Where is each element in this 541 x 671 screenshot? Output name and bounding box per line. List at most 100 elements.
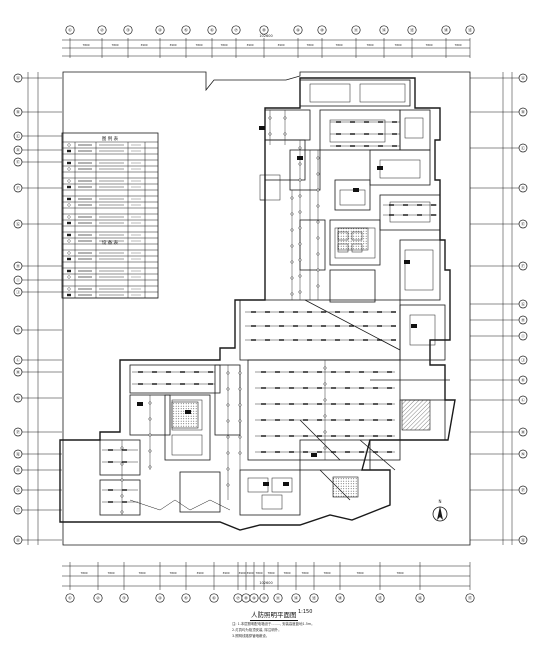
ceiling-lamp <box>316 252 320 256</box>
top-grid-bubble: ⑬ <box>407 25 417 35</box>
ceiling-lamp <box>323 414 327 418</box>
distribution-panel <box>185 410 191 414</box>
bottom-dimension: 7800 <box>356 571 363 575</box>
top-grid-label: ⑤ <box>184 28 188 33</box>
top-dimension: 7800 <box>306 43 313 47</box>
left-grid-label: Ⓢ <box>16 487 20 493</box>
top-grid-label: ⑮ <box>468 27 473 34</box>
ceiling-lamp <box>298 162 302 166</box>
lighting-fixtures <box>102 110 437 515</box>
distribution-panel <box>259 126 265 130</box>
legend-symbol <box>67 275 71 279</box>
legend-symbol <box>67 149 71 153</box>
top-grid-bubble: ⑩ <box>317 25 327 35</box>
bottom-grid-label: ⑨ <box>252 596 256 601</box>
right-grid-label: Ⓘ <box>521 333 525 339</box>
ceiling-lamp <box>298 258 302 262</box>
left-grid-label: Ⓡ <box>16 467 20 473</box>
ceiling-lamp <box>298 178 302 182</box>
bottom-dimension: 7800 <box>396 571 403 575</box>
ceiling-lamp <box>316 204 320 208</box>
bottom-grid-label: ⑬ <box>312 595 317 602</box>
bottom-grid-label: ⑮ <box>378 595 383 602</box>
ceiling-lamp <box>148 433 152 437</box>
left-grid-bubble: Ⓢ <box>13 485 23 495</box>
bottom-grid-bubble: ① <box>65 593 75 603</box>
bottom-grid-label: ⑯ <box>418 595 423 602</box>
top-grid-label: ④ <box>158 28 162 33</box>
ceiling-lamp <box>298 226 302 230</box>
right-grid-bubble: Ⓔ <box>518 219 528 229</box>
bottom-grid-bubble: ③ <box>119 593 129 603</box>
top-grid-bubble: ⑪ <box>351 25 361 35</box>
ceiling-lamp <box>316 172 320 176</box>
interior-walls <box>99 79 450 516</box>
ceiling-lamp <box>298 274 302 278</box>
right-grid-label: Ⓑ <box>521 109 525 115</box>
top-dimension: 3900 <box>277 43 284 47</box>
distribution-panel <box>411 324 417 328</box>
right-grid-bubble: Ⓜ <box>518 427 528 437</box>
ceiling-lamp <box>316 156 320 160</box>
bottom-grid-bubble: ⑭ <box>335 593 345 603</box>
bottom-dimension: 7800 <box>80 571 87 575</box>
left-grid-label: Ⓔ <box>16 159 20 165</box>
ceiling-lamp <box>316 284 320 288</box>
bottom-grid-label: ⑩ <box>262 596 266 601</box>
legend-table: 图 例 表 设 备 表 <box>61 132 159 299</box>
drawing-note-2: 2.灯具均为吸顶安装, 除注明外。 <box>232 628 282 632</box>
left-grid-bubble: Ⓠ <box>13 449 23 459</box>
ceiling-lamp <box>226 419 230 423</box>
top-dimension: 7800 <box>335 43 342 47</box>
left-grid-bubble: Ⓜ <box>13 367 23 377</box>
top-grid-bubble: ⑨ <box>293 25 303 35</box>
bottom-dimension: 7800 <box>138 571 145 575</box>
legend-symbol <box>67 287 71 291</box>
top-grid-label: ⑦ <box>234 28 238 33</box>
left-grid-bubble: Ⓙ <box>13 287 23 297</box>
left-grid-label: Ⓠ <box>16 451 20 457</box>
ceiling-lamp <box>148 465 152 469</box>
ceiling-lamp <box>148 449 152 453</box>
ceiling-lamp <box>298 210 302 214</box>
right-grid-label: Ⓜ <box>521 429 525 435</box>
left-grid-label: Ⓘ <box>16 277 20 283</box>
distribution-panel <box>283 482 289 486</box>
top-grid-label: ① <box>68 28 72 33</box>
left-grid-label: Ⓒ <box>16 133 20 139</box>
top-grid-label: ⑩ <box>320 28 324 33</box>
bottom-grid-label: ⑪ <box>276 595 281 602</box>
legend-title: 图 例 表 <box>102 135 119 142</box>
right-grid-label: Ⓠ <box>521 537 525 543</box>
bottom-total-dimension: 102600 <box>259 581 272 585</box>
top-dimension: 7800 <box>195 43 202 47</box>
left-grid-label: Ⓜ <box>16 369 20 375</box>
legend-symbol <box>67 233 71 237</box>
bottom-dimension: 7800 <box>301 571 308 575</box>
top-dimension: 7800 <box>220 43 227 47</box>
right-grid-bubble: Ⓘ <box>518 331 528 341</box>
ceiling-lamp <box>120 494 124 498</box>
bottom-grid-bubble: ⑰ <box>465 593 475 603</box>
bottom-grid-bubble: ⑪ <box>273 593 283 603</box>
ceiling-lamp <box>226 467 230 471</box>
left-grid-bubble: Ⓡ <box>13 465 23 475</box>
top-grid-label: ⑨ <box>296 28 300 33</box>
legend-title-equipment: 设 备 表 <box>102 239 119 246</box>
ceiling-lamp <box>323 398 327 402</box>
right-grid-label: Ⓗ <box>521 317 525 323</box>
ceiling-lamp <box>268 132 272 136</box>
north-arrow: N <box>432 499 448 522</box>
drawing-note-1: 注: 1.本层照明配电箱设于........, 安装高度距地1.5m。 <box>232 622 315 626</box>
right-grid-label: Ⓛ <box>521 397 525 403</box>
drawing-title-block: 人防照明平面图 1:150 注: 1.本层照明配电箱设于........, 安装… <box>232 609 362 649</box>
left-grid-label: Ⓟ <box>16 429 20 435</box>
legend-symbol <box>67 221 71 225</box>
left-grid-bubble: Ⓗ <box>13 261 23 271</box>
ceiling-lamp <box>290 196 294 200</box>
right-grid-bubble: Ⓚ <box>518 375 528 385</box>
ceiling-lamp <box>298 242 302 246</box>
